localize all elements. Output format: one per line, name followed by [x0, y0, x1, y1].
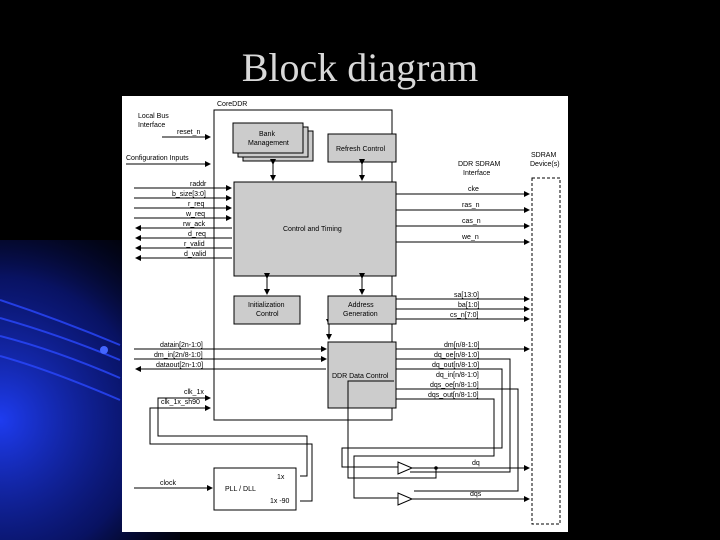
ba-label: ba[1:0] — [458, 302, 479, 309]
w-req-label: w_req — [185, 211, 205, 218]
background-swooshes — [0, 299, 121, 401]
cke-label: cke — [468, 186, 479, 193]
initialization-control-line2: Control — [256, 311, 279, 318]
we-n-label: we_n — [461, 234, 479, 241]
refresh-control-label: Refresh Control — [336, 146, 385, 153]
local-bus-label-line2: Interface — [138, 122, 165, 129]
sdram-device-label-line2: Device(s) — [530, 161, 560, 168]
coreddr-label: CoreDDR — [217, 101, 247, 108]
ras-n-label: ras_n — [462, 202, 480, 209]
initialization-control-block — [233, 295, 301, 325]
clock-label: clock — [160, 480, 176, 487]
d-valid-label: d_valid — [184, 251, 206, 258]
local-bus-label-line1: Local Bus — [138, 113, 169, 120]
dq-label: dq — [472, 460, 480, 467]
address-generation-block — [327, 295, 397, 325]
cs-n-label: cs_n[7:0] — [450, 312, 478, 319]
ddr-data-control-block — [327, 341, 397, 409]
ddr-command-signals — [396, 191, 530, 322]
sa-label: sa[13:0] — [454, 292, 479, 299]
dq-out-label: dq_out[n/8-1:0] — [432, 362, 479, 369]
block-diagram: CoreDDR SDRAM Device(s) Local Bus Interf… — [122, 96, 568, 532]
rw-ack-label: rw_ack — [183, 221, 206, 228]
bank-management-block — [232, 122, 304, 154]
dq-oe-label: dq_oe[n/8-1:0] — [434, 352, 479, 359]
sdram-device-box — [531, 177, 561, 525]
b-size-label: b_size[3:0] — [172, 191, 206, 198]
bank-management-label-line1: Bank — [259, 131, 275, 138]
clk-1x-sh90-label: clk_1x_sh90 — [161, 399, 200, 406]
background-dot — [100, 346, 108, 354]
clk-1x-sh90-wire — [149, 405, 313, 502]
dqs-oe-label: dqs_oe[n/8-1:0] — [430, 382, 479, 389]
address-generation-line1: Address — [348, 302, 374, 309]
address-generation-line2: Generation — [343, 311, 378, 318]
ddr-data-control-label: DDR Data Control — [332, 373, 389, 380]
dq-junction — [434, 466, 438, 470]
r-req-label: r_req — [188, 201, 204, 208]
pll-port-1x: 1x — [277, 474, 285, 481]
refresh-control-block — [327, 133, 397, 163]
dq-in-label: dq_in[n/8-1:0] — [436, 372, 479, 379]
initialization-control-line1: Initialization — [248, 302, 285, 309]
pll-dll-block — [213, 467, 297, 511]
data-routing-wires — [341, 358, 519, 499]
pll-dll-label: PLL / DLL — [225, 486, 256, 493]
clk-1x-label: clk_1x — [184, 389, 204, 396]
cas-n-label: cas_n — [462, 218, 481, 225]
dm-in-label: dm_in[2n/8-1:0] — [154, 352, 203, 359]
reset-n-label: reset_n — [177, 129, 200, 136]
dqs-out-label: dqs_out[n/8-1:0] — [428, 392, 479, 399]
configuration-inputs-label: Configuration Inputs — [126, 155, 189, 162]
bank-management-label-line2: Management — [248, 140, 289, 147]
d-req-label: d_req — [188, 231, 206, 238]
dataout-label: dataout[2n-1:0] — [156, 362, 203, 369]
ddr-sdram-interface-line2: Interface — [463, 170, 490, 177]
sdram-device-label-line1: SDRAM — [531, 152, 556, 159]
r-valid-label: r_valid — [184, 241, 205, 248]
dqs-label: dqs — [470, 491, 482, 498]
dq-buffer — [397, 461, 414, 475]
clk-1x-wire — [157, 395, 308, 477]
slide-title: Block diagram — [241, 45, 479, 90]
local-bus-signals — [134, 185, 232, 261]
dm-label: dm[n/8-1:0] — [444, 342, 479, 349]
datain-label: datain[2n-1:0] — [160, 342, 203, 349]
control-timing-label: Control and Timing — [283, 226, 342, 233]
pll-port-1x-90: 1x -90 — [270, 498, 290, 505]
control-timing-block — [233, 181, 397, 277]
raddr-label: raddr — [190, 181, 207, 188]
dqs-buffer — [397, 492, 414, 506]
ddr-sdram-interface-line1: DDR SDRAM — [458, 161, 501, 168]
